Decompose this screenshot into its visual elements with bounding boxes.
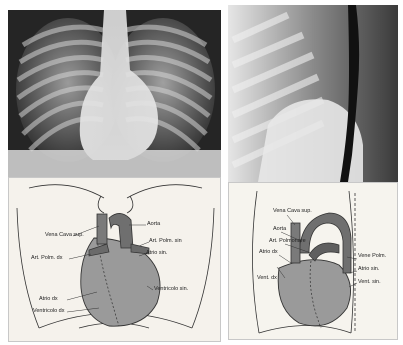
label-lat-atrio-dx: Atrio dx xyxy=(259,250,278,256)
label-lat-atrio-sin: Atrio sin. xyxy=(358,267,379,273)
label-ventricolo-sin: Ventricolo sin. xyxy=(154,287,188,293)
lateral-xray-image xyxy=(228,5,398,182)
label-aorta: Aorta xyxy=(147,222,160,228)
label-lat-vent-dx: Vent. dx xyxy=(257,276,277,282)
label-art-polm-dx: Art. Polm. dx xyxy=(31,256,62,262)
frontal-xray-image xyxy=(8,10,221,177)
lateral-diagram-drawing xyxy=(229,183,398,340)
label-ventricolo-dx: Ventricolo dx xyxy=(33,309,65,315)
frontal-chest-xray xyxy=(8,10,221,177)
label-lat-art-polmonare: Art. Polmonare xyxy=(269,239,306,245)
heart-shape-lateral xyxy=(278,260,350,326)
label-lat-vena-cava-sup: Vena Cava sup. xyxy=(273,209,312,215)
label-lat-aorta: Aorta xyxy=(273,227,286,233)
pulm-artery-lateral xyxy=(309,243,339,261)
lateral-chest-xray xyxy=(228,5,398,182)
label-lat-vene-polm: Vene Polm. xyxy=(358,254,386,260)
label-atrio-sin: Atrio sin. xyxy=(146,251,167,257)
label-vena-cava-sup: Vena Cava sup. xyxy=(45,233,84,239)
diaphragm-shadow xyxy=(8,150,221,177)
label-art-polm-sin: Art. Polm. sin xyxy=(149,239,182,245)
vena-cava-frontal xyxy=(97,214,107,244)
label-atrio-dx: Atrio dx xyxy=(39,297,58,303)
lateral-heart-diagram: Vena Cava sup. Aorta Art. Polmonare Atri… xyxy=(228,182,398,340)
label-lat-vent-sin: Vent. sin. xyxy=(358,280,381,286)
frontal-heart-diagram: Vena Cava sup. Aorta Art. Polm. dx Art. … xyxy=(8,177,221,342)
